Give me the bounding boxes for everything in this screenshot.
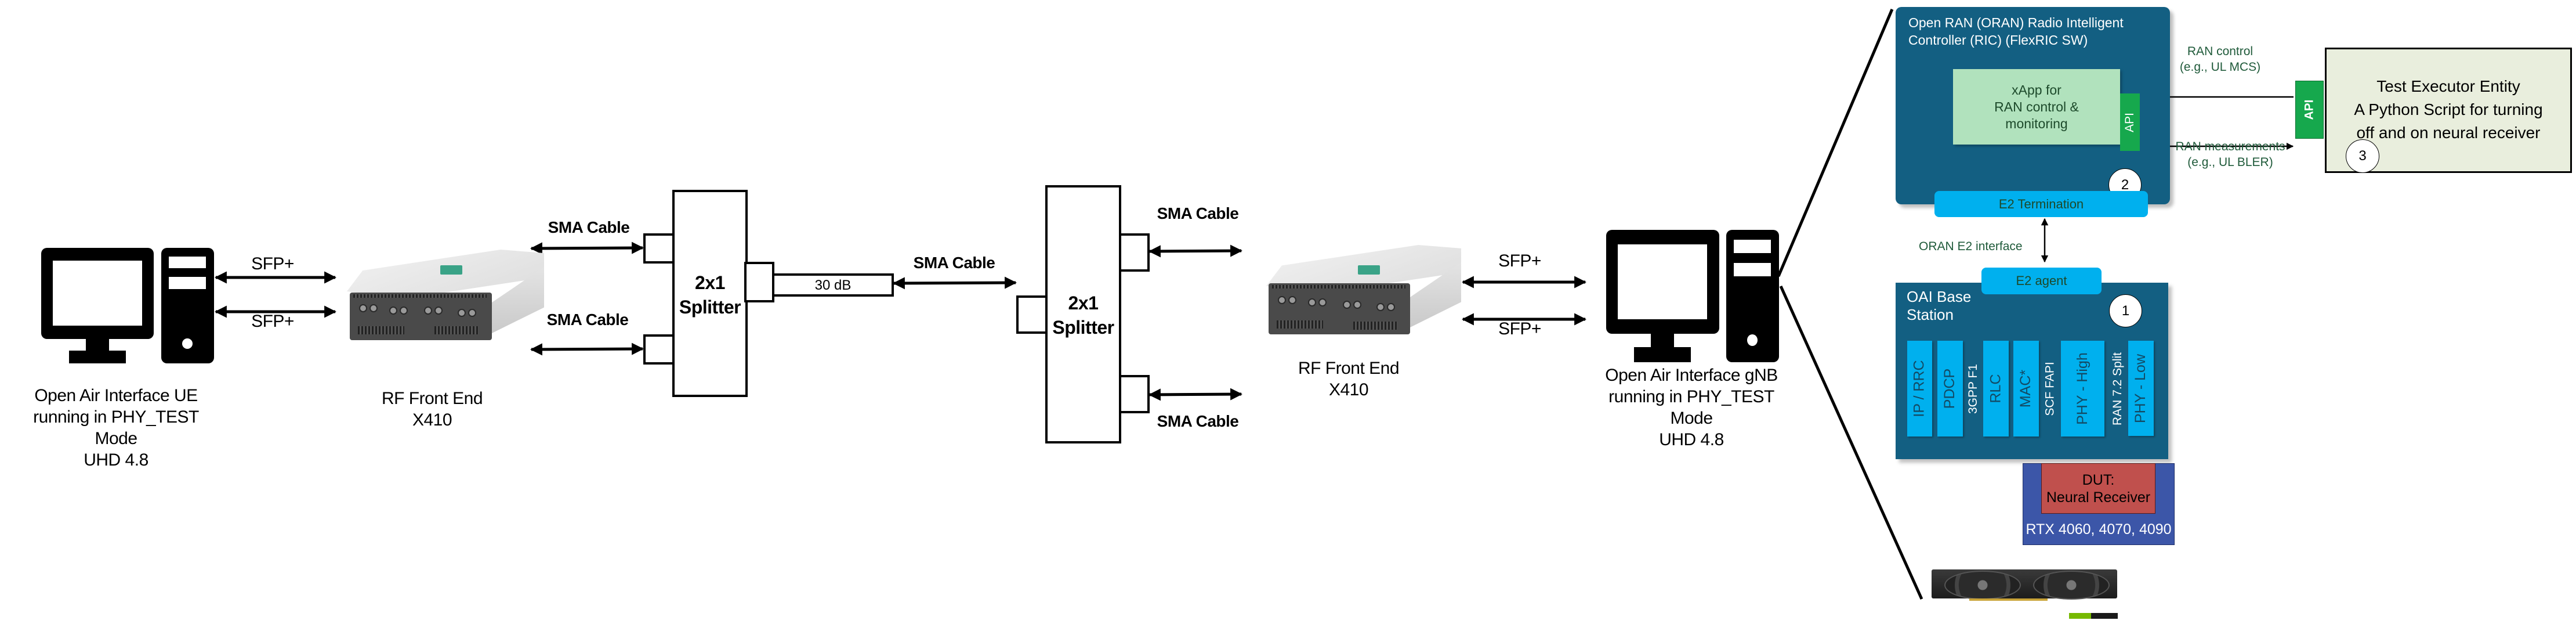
splitter-right: 2x1 Splitter [1045,185,1121,443]
splitter-left-port-bottom [643,334,675,365]
sfp-label-ue-top: SFP+ [251,254,294,273]
rf-front-end-ue-label: RF Front End X410 [381,389,483,430]
ue-tower-icon [161,248,214,363]
attenuator-30db: 30 dB [772,273,894,297]
xapp-box: xApp for RAN control & monitoring [1953,69,2120,145]
layer-phy-low: PHY - Low [2128,341,2154,436]
step-3-badge: 3 [2346,139,2379,173]
interface-3gpp-f1: 3GPP F1 [1966,363,1980,414]
e2-termination: E2 Termination [1934,191,2148,217]
gnb-monitor-icon [1606,230,1719,334]
rf-front-end-gnb-device [1266,245,1461,342]
rf-front-end-ue-device [347,250,544,349]
gnb-label: Open Air Interface gNB running in PHY_TE… [1605,366,1778,449]
ue-label: Open Air Interface UE running in PHY_TES… [33,386,199,470]
splitter-left: 2x1 Splitter [672,190,748,397]
sma-link-right-bottom [1148,388,1243,401]
sma-label-right-bottom: SMA Cable [1157,412,1239,430]
brand-badge-icon [1358,265,1380,275]
rf-front-end-gnb-label: RF Front End X410 [1298,359,1400,399]
layer-mac: MAC* [2013,341,2039,437]
layer-rlc: RLC [1983,341,2009,437]
sma-label-left-bottom: SMA Cable [546,311,629,329]
ran-control-label: RAN control (e.g., UL MCS) [2179,45,2261,74]
dut-neural-receiver: DUT: Neural Receiver [2041,463,2155,514]
sfp-label-ue-bottom: SFP+ [251,312,294,331]
brand-badge-icon [440,265,462,275]
ue-monitor-icon [41,248,154,339]
nvidia-badge-icon [2069,613,2118,619]
sma-label-right-top: SMA Cable [1157,204,1239,222]
splitter-left-port-out [744,262,774,302]
interface-scf-fapi: SCF FAPI [2044,361,2057,416]
layer-ip-rrc: IP / RRC [1907,341,1932,437]
interface-ran-7-2-split: RAN 7.2 Split [2111,352,2124,425]
sfp-label-gnb-top: SFP+ [1498,251,1541,270]
gpu-models-label: RTX 4060, 4070, 4090 [2026,521,2172,538]
oai-base-station-title: OAI Base Station [1907,288,1972,323]
splitter-right-port-in [1016,295,1048,334]
sfp-label-gnb-bottom: SFP+ [1498,319,1541,338]
e2-agent: E2 agent [1981,268,2102,294]
callout-line-top [1777,9,1894,277]
step-1-badge: 1 [2109,294,2142,327]
sma-label-left-top: SMA Cable [548,218,630,236]
sma-label-middle: SMA Cable [913,254,995,272]
ric-api-badge: API [2120,93,2140,151]
gnb-tower-icon [1726,230,1779,362]
e2-interface-label: ORAN E2 interface [1919,240,2023,253]
executor-api-badge: API [2295,81,2324,139]
splitter-left-port-top [643,233,675,264]
layer-pdcp: PDCP [1937,341,1963,437]
splitter-right-port-top [1119,233,1150,272]
layer-phy-high: PHY - High [2061,341,2104,437]
ran-measurements-label: RAN measurements (e.g., UL BLER) [2175,140,2285,169]
ric-title: Open RAN (ORAN) Radio Intelligent Contro… [1908,15,2124,48]
splitter-right-port-bottom [1119,375,1150,413]
